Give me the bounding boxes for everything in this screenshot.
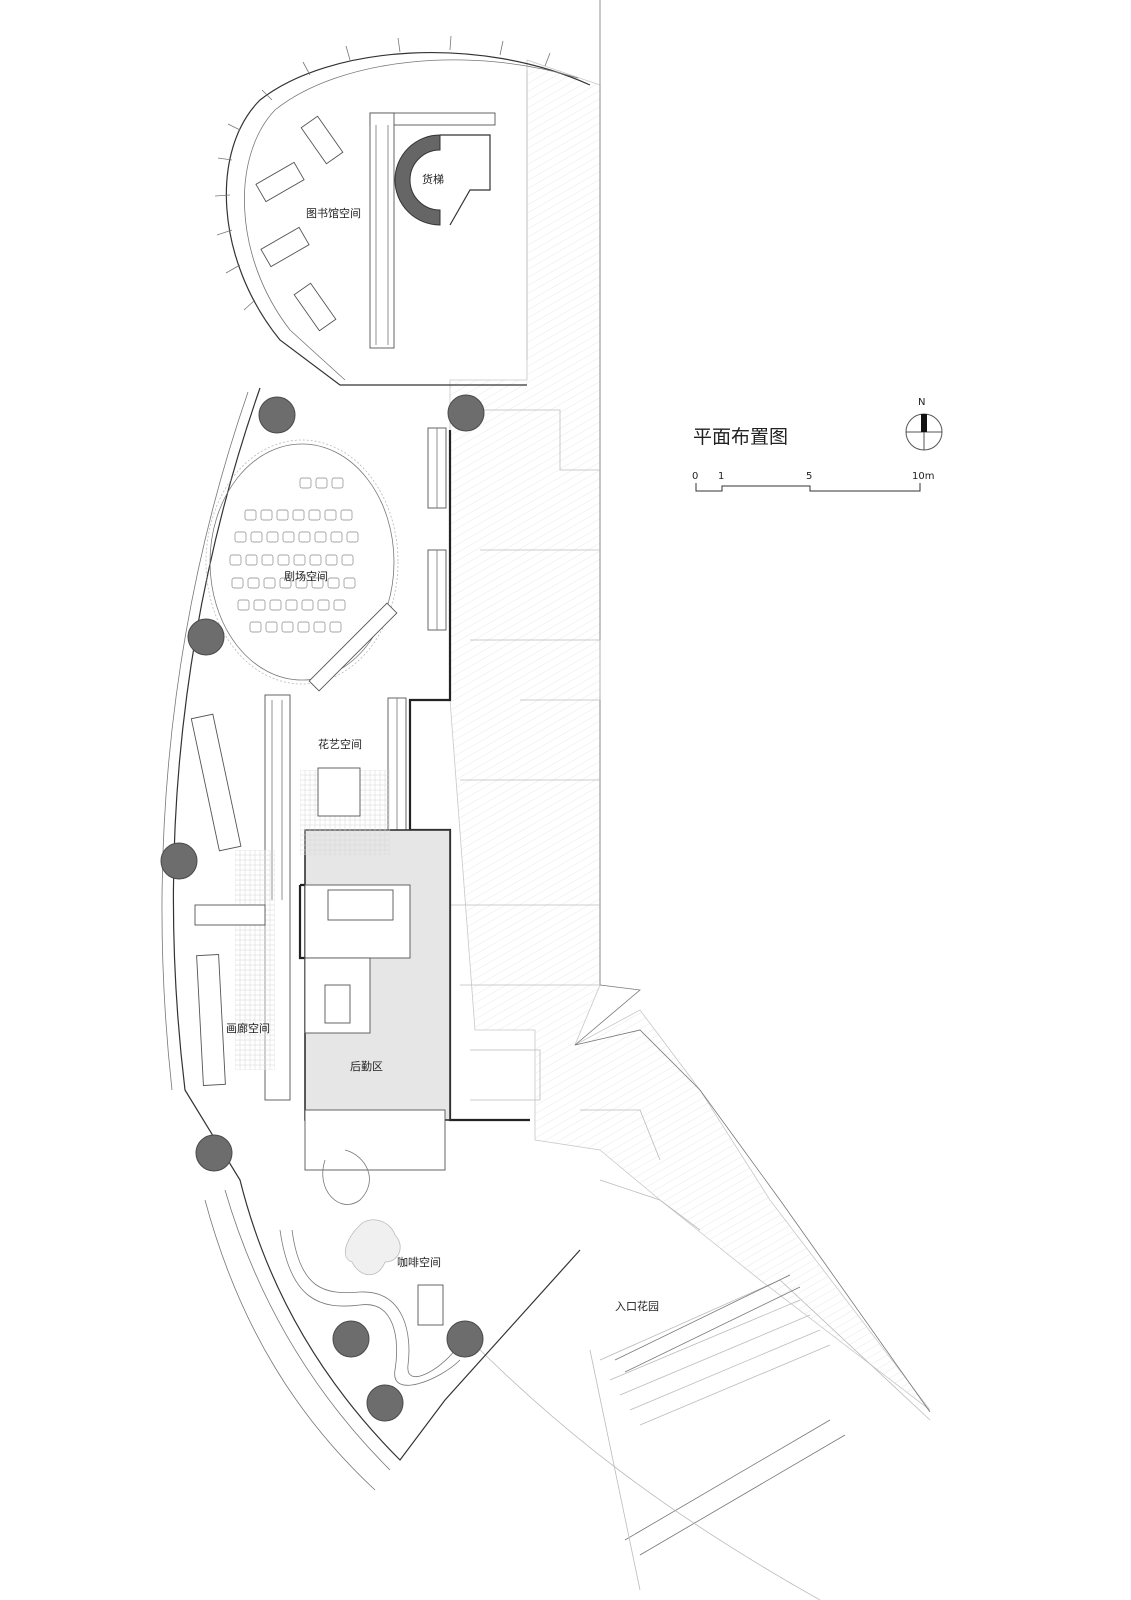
theater-seat bbox=[298, 531, 311, 543]
label-library: 图书馆空间 bbox=[306, 206, 361, 220]
theater-seat bbox=[340, 509, 353, 521]
label-gallery: 画廊空间 bbox=[226, 1021, 270, 1035]
plan-title: 平面布置图 bbox=[693, 426, 788, 448]
label-floral: 花艺空间 bbox=[318, 737, 362, 751]
theater-seat bbox=[247, 577, 260, 589]
theater-seat bbox=[295, 577, 308, 589]
theater-seats bbox=[229, 477, 359, 633]
label-entrance-garden: 入口花园 bbox=[615, 1300, 659, 1313]
label-theater: 剧场空间 bbox=[284, 569, 328, 583]
theater-seat bbox=[346, 531, 359, 543]
gallery-area bbox=[190, 713, 275, 1086]
facade-ribs bbox=[214, 35, 551, 311]
theater-seat bbox=[260, 509, 273, 521]
theater-area bbox=[205, 439, 399, 692]
theater-seat bbox=[325, 554, 338, 566]
label-cafe: 咖啡空间 bbox=[397, 1255, 441, 1269]
theater-seat bbox=[245, 554, 258, 566]
theater-seat bbox=[261, 554, 274, 566]
theater-seat bbox=[329, 621, 342, 633]
theater-seat bbox=[313, 621, 326, 633]
label-back-of-house: 后勤区 bbox=[350, 1060, 383, 1073]
theater-seat bbox=[314, 531, 327, 543]
theater-seat bbox=[309, 554, 322, 566]
theater-seat bbox=[253, 599, 266, 611]
north-arrow bbox=[905, 413, 943, 451]
theater-seat bbox=[249, 621, 262, 633]
scale-tick-10m: 10m bbox=[912, 471, 934, 482]
theater-seat bbox=[324, 509, 337, 521]
scale-tick-0: 0 bbox=[692, 471, 698, 482]
theater-seat bbox=[293, 554, 306, 566]
interior-walls bbox=[298, 430, 530, 1171]
theater-seat bbox=[250, 531, 263, 543]
theater-seat bbox=[281, 621, 294, 633]
structural-columns bbox=[160, 394, 485, 1422]
theater-seat bbox=[292, 509, 305, 521]
scale-tick-5: 5 bbox=[806, 471, 812, 482]
theater-seat bbox=[244, 509, 257, 521]
label-freight-elevator: 货梯 bbox=[422, 172, 444, 186]
curved-facade bbox=[161, 35, 591, 1491]
theater-seat bbox=[276, 509, 289, 521]
theater-seat bbox=[333, 599, 346, 611]
theater-seat bbox=[317, 599, 330, 611]
cafe-area bbox=[279, 1149, 461, 1386]
theater-seat bbox=[285, 599, 298, 611]
adjacent-building-partitions bbox=[450, 409, 701, 1231]
theater-seat bbox=[331, 477, 344, 489]
entrance-garden-ramps bbox=[469, 1274, 931, 1600]
theater-seat bbox=[315, 477, 328, 489]
theater-seat bbox=[237, 599, 250, 611]
theater-seat bbox=[311, 577, 324, 589]
theater-seat bbox=[308, 509, 321, 521]
scale-bar bbox=[695, 483, 921, 492]
theater-seat bbox=[231, 577, 244, 589]
theater-seat bbox=[229, 554, 242, 566]
theater-seat bbox=[234, 531, 247, 543]
library-area bbox=[255, 112, 496, 349]
theater-seat bbox=[265, 621, 278, 633]
theater-seat bbox=[341, 554, 354, 566]
partition-panels bbox=[387, 427, 447, 859]
theater-seat bbox=[266, 531, 279, 543]
theater-seat bbox=[269, 599, 282, 611]
theater-seat bbox=[301, 599, 314, 611]
theater-seat bbox=[299, 477, 312, 489]
adjacent-building bbox=[449, 0, 931, 1413]
theater-seat bbox=[330, 531, 343, 543]
theater-seat bbox=[263, 577, 276, 589]
theater-seat bbox=[297, 621, 310, 633]
north-label: N bbox=[918, 397, 925, 408]
theater-seat bbox=[282, 531, 295, 543]
scale-tick-1: 1 bbox=[718, 471, 724, 482]
theater-seat bbox=[277, 554, 290, 566]
theater-seat bbox=[343, 577, 356, 589]
theater-seat bbox=[327, 577, 340, 589]
theater-seat bbox=[279, 577, 292, 589]
